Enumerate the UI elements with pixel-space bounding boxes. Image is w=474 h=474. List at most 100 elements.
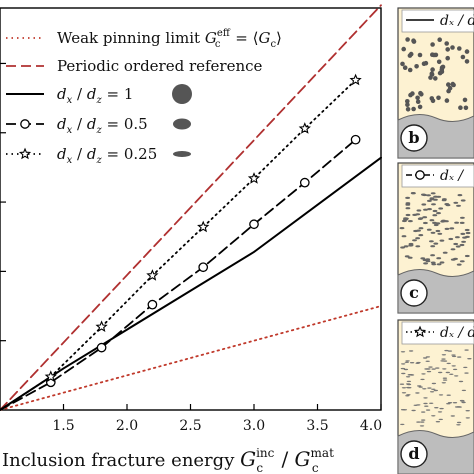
inclusion: [401, 387, 407, 389]
inclusion: [399, 227, 405, 230]
inclusion: [450, 258, 456, 261]
inclusion: [432, 214, 438, 217]
inclusion: [415, 95, 420, 101]
inclusion: [456, 421, 462, 424]
panel-badge-label: c: [409, 283, 419, 302]
inclusion: [406, 383, 411, 385]
inclusion: [405, 37, 410, 42]
inclusion: [408, 51, 414, 57]
panel-b: dₓ / db: [397, 7, 474, 159]
marker-layer: [44, 73, 362, 388]
inclusion-shape-thin-ellipse: [173, 151, 191, 157]
inclusion: [439, 261, 445, 264]
inclusion: [459, 243, 465, 247]
inclusion: [421, 419, 426, 421]
inclusion: [431, 52, 437, 58]
series-layer: [0, 4, 382, 411]
inclusion: [441, 382, 446, 384]
inclusion: [402, 219, 407, 223]
inclusion: [400, 423, 405, 426]
inclusion: [430, 67, 435, 72]
inclusion: [454, 221, 459, 224]
inclusion: [415, 392, 420, 394]
inclusion: [436, 95, 441, 101]
inclusion: [426, 194, 431, 197]
inclusion: [418, 386, 423, 388]
inclusion: [417, 104, 423, 110]
inclusion: [460, 232, 466, 235]
inclusion: [451, 354, 456, 356]
inclusion: [405, 107, 411, 112]
inclusion: [458, 105, 463, 110]
inclusion: [403, 245, 409, 248]
inclusion: [418, 227, 424, 230]
inclusion: [427, 208, 432, 211]
data-point: [298, 122, 311, 134]
data-point: [44, 370, 57, 382]
inclusion: [406, 386, 411, 389]
inclusion: [408, 220, 413, 223]
inclusion: [464, 372, 469, 374]
inclusion: [420, 421, 425, 423]
inclusion: [420, 257, 426, 260]
inclusion: [452, 402, 458, 404]
legend-label: dx / dz = 1: [57, 85, 133, 106]
inclusion: [441, 354, 447, 356]
x-tick-label: 4.0: [360, 418, 382, 434]
inclusion: [417, 52, 423, 58]
data-point: [247, 172, 261, 184]
inclusion: [425, 260, 431, 263]
inclusion: [417, 385, 422, 387]
inclusion: [405, 360, 410, 362]
inclusion: [425, 258, 431, 261]
inclusion: [408, 374, 413, 376]
inclusion: [452, 368, 458, 371]
inclusion: [460, 199, 466, 202]
inclusion: [448, 237, 454, 241]
inclusion: [434, 407, 439, 409]
panel-badge-label: d: [408, 444, 419, 463]
inclusion: [430, 98, 436, 104]
inclusion: [449, 373, 454, 375]
inclusion: [412, 239, 417, 242]
inclusion: [416, 229, 421, 232]
inclusion: [460, 216, 465, 219]
inclusion: [425, 356, 431, 358]
inclusion: [423, 221, 428, 225]
inclusion: [405, 196, 410, 199]
inclusion: [435, 367, 440, 369]
inclusion: [400, 61, 405, 67]
panel-legend-box: [401, 9, 474, 33]
legend-label: Periodic ordered reference: [57, 57, 263, 75]
inclusion: [406, 380, 412, 383]
inclusion: [464, 228, 470, 232]
inclusion: [424, 368, 429, 370]
inclusion: [447, 350, 453, 352]
inclusion: [411, 106, 416, 112]
inclusion: [429, 71, 435, 76]
inclusion: [405, 395, 410, 397]
inclusion: [405, 213, 411, 217]
inclusion: [463, 366, 468, 369]
inclusion: [462, 97, 468, 103]
inclusion: [423, 208, 428, 211]
inclusion: [453, 201, 459, 204]
inclusion: [451, 355, 457, 358]
data-point: [350, 134, 361, 145]
inclusion: [445, 204, 451, 207]
panel-badge: [400, 440, 428, 468]
inclusion: [415, 99, 421, 104]
inclusion: [407, 67, 413, 73]
inclusion: [401, 235, 407, 238]
inclusion: [456, 406, 461, 408]
inclusion: [446, 82, 451, 87]
data-point: [146, 269, 159, 281]
inclusion: [439, 239, 445, 242]
panel-legend-label: dₓ / d: [440, 325, 474, 341]
series-ratio-05-line: [0, 138, 357, 411]
inclusion: [455, 236, 460, 239]
data-point: [95, 320, 108, 333]
inclusion: [418, 217, 424, 220]
inclusion: [442, 377, 448, 379]
